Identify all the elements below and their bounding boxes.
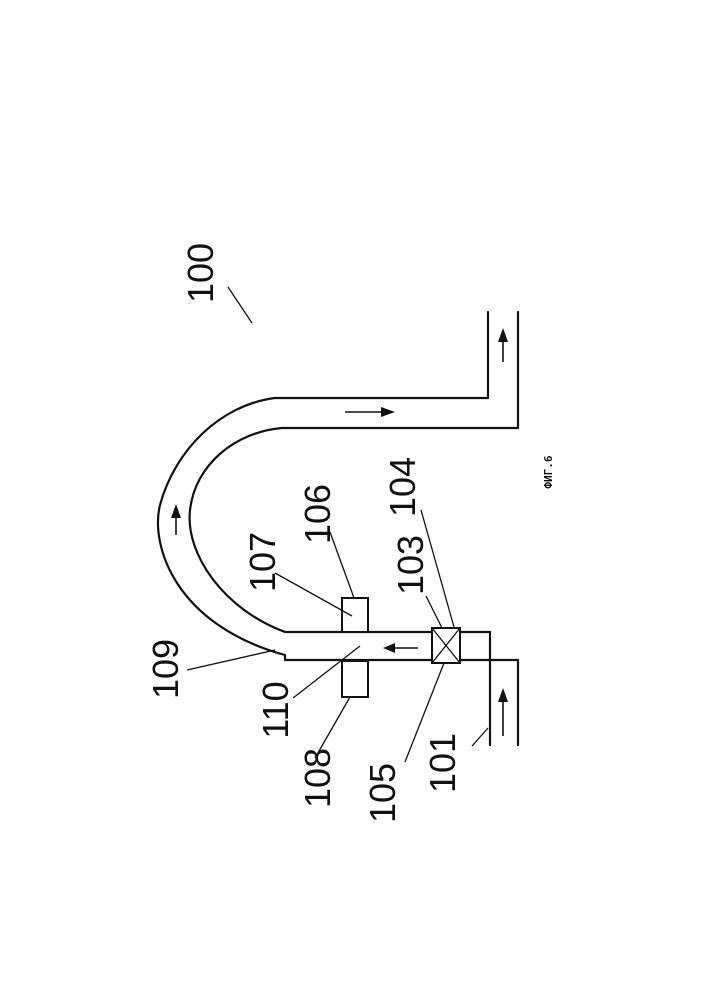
figure-caption: ФИГ.6 [542, 455, 555, 488]
flow-arrow-inlet [498, 688, 508, 736]
label-107: 107 [242, 532, 283, 592]
leader-100 [228, 287, 252, 323]
valve-symbol [432, 628, 460, 663]
label-103: 103 [390, 535, 431, 595]
flow-arrow-outlet [498, 328, 508, 362]
label-104: 104 [382, 457, 423, 517]
leader-107 [275, 573, 352, 616]
leader-101 [472, 728, 488, 746]
lower-electrode [342, 661, 368, 697]
flow-arrow-channel [383, 643, 418, 653]
upper-electrode [342, 598, 368, 632]
label-101: 101 [422, 733, 463, 793]
label-108: 108 [297, 748, 338, 808]
label-100: 100 [180, 243, 221, 303]
leader-103 [426, 596, 442, 628]
flow-arrow-bend [171, 504, 181, 535]
flow-arrow-return [345, 407, 395, 417]
label-105: 105 [362, 763, 403, 823]
label-109: 109 [145, 639, 186, 699]
label-110: 110 [255, 681, 296, 738]
leader-109 [187, 650, 275, 670]
label-106: 106 [297, 484, 338, 544]
